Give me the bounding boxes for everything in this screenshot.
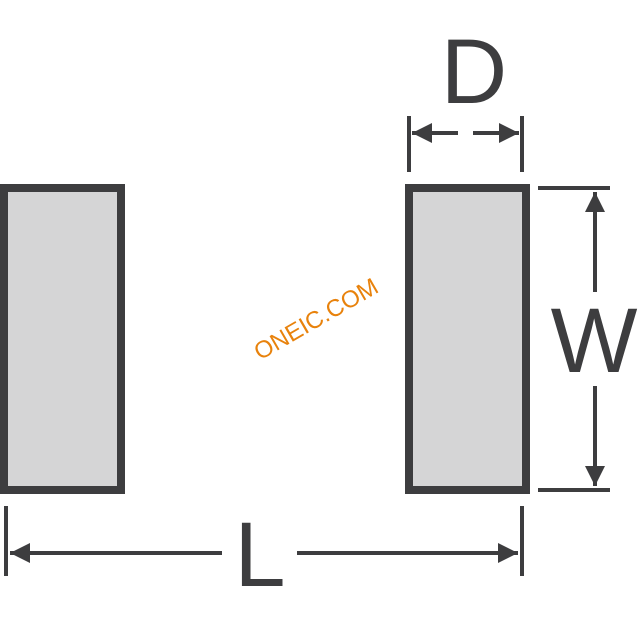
watermark-text: ONEIC.COM (249, 273, 383, 366)
d-label: D (441, 21, 507, 123)
l-label: L (234, 504, 285, 606)
w-label: W (551, 290, 638, 392)
dimension-w: W (538, 186, 638, 492)
dimension-d: D (407, 21, 524, 172)
dimension-l: L (4, 504, 524, 606)
right-pad (405, 184, 530, 494)
left-pad (0, 184, 125, 494)
